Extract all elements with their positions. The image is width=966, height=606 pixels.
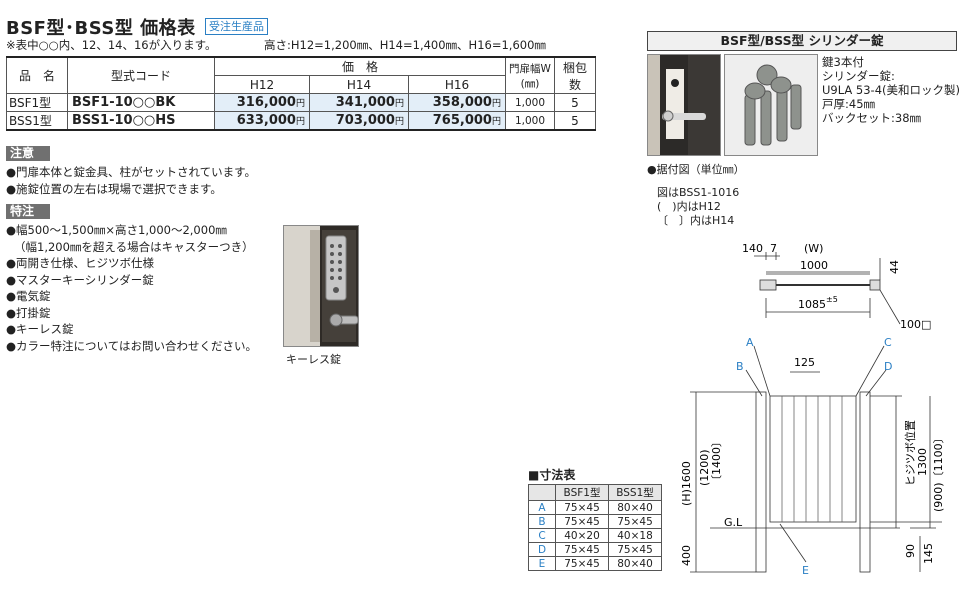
label-90: 90: [904, 544, 917, 558]
page-title: BSF型･BSS型 価格表: [6, 18, 196, 39]
label-C: C: [884, 336, 892, 349]
col-h12: H12: [214, 75, 310, 94]
col-width: 門扉幅W(㎜): [505, 56, 555, 94]
made-to-order-badge: 受注生産品: [205, 18, 268, 35]
table-note: ※表中○○内、12、14、16が入ります。: [6, 38, 217, 52]
label-h1200: (1200): [698, 449, 711, 486]
plan-1000: 1000: [800, 259, 828, 272]
cylinder-door-photo: [647, 54, 721, 156]
label-D: D: [884, 360, 892, 373]
list-item: ●両開き仕様、ヒジツボ仕様: [6, 256, 155, 270]
height-note: 高さ:H12=1,200㎜、H14=1,400㎜、H16=1,600㎜: [264, 38, 546, 52]
list-item: ●打掛錠: [6, 305, 51, 320]
col-pack: 梱包数: [554, 56, 596, 94]
plan-post: 100□: [900, 318, 931, 331]
keyless-lock-photo: [283, 225, 359, 347]
list-item: （幅1,200㎜を超える場合はキャスターつき）: [14, 239, 254, 254]
plan-tol: ±5: [826, 295, 838, 304]
list-item: ●幅500～1,500㎜×高さ1,000～2,000㎜: [6, 223, 227, 237]
plan-w: (W): [804, 242, 823, 255]
table-row: BSS1型 BSS1-10○○HS 633,000円 703,000円 765,…: [6, 111, 596, 131]
col-h16: H16: [408, 75, 506, 94]
label-h1600: (H)1600: [680, 461, 693, 506]
list-item: ●電気錠: [6, 289, 51, 303]
price-table: 品 名 型式コード 価 格 門扉幅W(㎜) 梱包数 H12 H14 H16 BS…: [6, 56, 596, 131]
col-h14: H14: [309, 75, 409, 94]
label-hinge: ヒジツボ位置: [903, 420, 917, 486]
label-A: A: [746, 336, 754, 349]
list-item: ●マスターキーシリンダー錠: [6, 272, 154, 287]
table-row: BSF1型 BSF1-10○○BK 316,000円 341,000円 358,…: [6, 93, 596, 112]
plan-44: 44: [888, 260, 901, 274]
plan-1085: 1085: [798, 298, 826, 311]
special-heading: 特注: [6, 204, 50, 219]
caution-heading: 注意: [6, 146, 50, 161]
figure-notes: 図はBSS1-1016 ( )内はH12 〔 〕内はH14: [657, 186, 740, 227]
label-B: B: [736, 360, 744, 373]
label-400: 400: [680, 545, 693, 566]
col-code: 型式コード: [67, 56, 215, 94]
figure-caption: ●据付図（単位㎜）: [647, 163, 745, 176]
cylinder-heading: BSF型/BSS型 シリンダー錠: [647, 31, 957, 51]
cylinder-keys-photo: [724, 54, 818, 156]
dims-title: ■寸法表: [528, 468, 576, 482]
label-h1400: 〔1400〕: [710, 436, 723, 486]
col-name: 品 名: [6, 56, 68, 94]
plan-view-drawing: 140 7 (W) 1000 44 1085 ±5 100□: [742, 242, 931, 331]
plan-7: 7: [770, 242, 777, 255]
photo-caption: キーレス錠: [286, 353, 341, 366]
label-900: (900)〔1100〕: [932, 432, 945, 512]
special-list: ●幅500～1,500㎜×高さ1,000～2,000㎜ （幅1,200㎜を超える…: [6, 222, 257, 354]
cylinder-description: 鍵3本付 シリンダー錠: U9LA 53-4(美和ロック製) 戸厚:45㎜ バッ…: [822, 55, 960, 125]
label-E: E: [802, 564, 809, 577]
list-item: ●施錠位置の左右は現場で選択できます。: [6, 181, 222, 196]
label-1300: 1300: [916, 448, 929, 476]
list-item: ●門扉本体と錠金具、柱がセットされています。: [6, 165, 257, 179]
list-item: ●キーレス錠: [6, 322, 74, 336]
list-item: ●カラー特注についてはお問い合わせください。: [6, 338, 257, 353]
label-125: 125: [794, 356, 815, 369]
label-gl: G.L: [724, 516, 743, 529]
label-145: 145: [922, 543, 935, 564]
elevation-drawing: A B C D E 125 G.L (H)1600 (1200) 〔1400〕 …: [680, 336, 945, 577]
caution-list: ●門扉本体と錠金具、柱がセットされています。 ●施錠位置の左右は現場で選択できま…: [6, 164, 256, 197]
plan-140: 140: [742, 242, 763, 255]
col-price: 価 格: [214, 56, 506, 76]
